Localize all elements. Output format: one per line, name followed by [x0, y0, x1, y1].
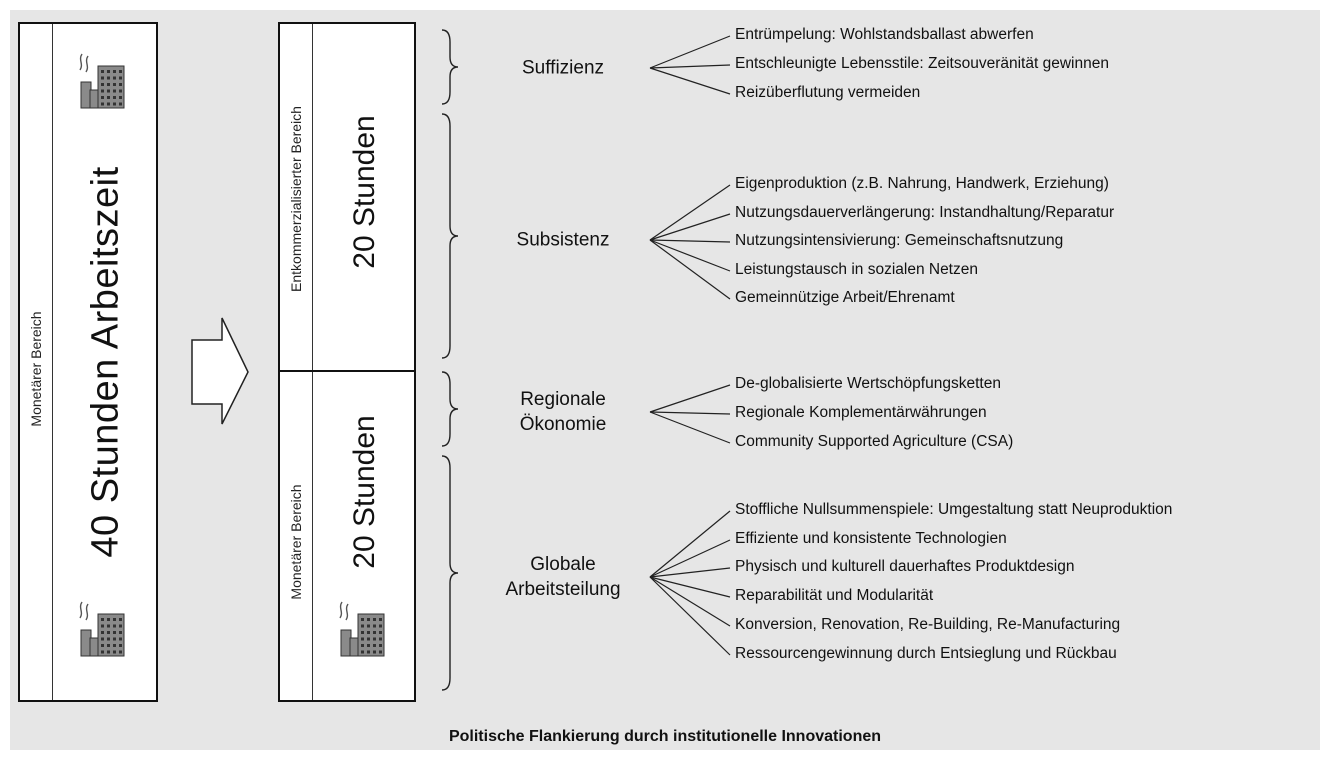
arrow-right-icon	[191, 317, 249, 425]
item-global-2: Effiziente und konsistente Technologien	[735, 530, 1007, 547]
curly-brace	[441, 371, 459, 447]
item-global-6: Ressourcengewinnung durch Entsieglung un…	[735, 645, 1117, 662]
item-global-1: Stoffliche Nullsummenspiele: Umgestaltun…	[735, 501, 1173, 518]
item-subsistenz-2: Nutzungsdauerverlängerung: Instandhaltun…	[735, 204, 1115, 221]
middle-bottom-divider	[312, 372, 313, 700]
middle-box-bottom: Monetärer Bereich 20 Stunden	[278, 370, 416, 702]
left-box-divider	[52, 24, 53, 700]
connector-line	[649, 239, 731, 300]
factory-icon	[79, 601, 125, 657]
connector-line	[649, 64, 731, 69]
connector-line	[649, 576, 731, 627]
connector-line	[649, 384, 731, 413]
connector-line	[649, 567, 731, 578]
item-suffizienz-3: Reizüberflutung vermeiden	[735, 84, 921, 101]
connector-line	[649, 576, 731, 656]
item-suffizienz-1: Entrümpelung: Wohlstandsballast abwerfen	[735, 26, 1034, 43]
curly-brace	[441, 455, 459, 691]
connector-line	[649, 239, 731, 272]
item-regional-1: De-globalisierte Wertschöpfungsketten	[735, 375, 1001, 392]
category-suffizienz: Suffizienz	[521, 57, 605, 79]
connector-line	[649, 67, 731, 95]
item-subsistenz-5: Gemeinnützige Arbeit/Ehrenamt	[735, 289, 955, 306]
item-global-4: Reparabilität und Modularität	[735, 587, 934, 604]
footer-caption: Politische Flankierung durch institution…	[448, 728, 882, 745]
item-suffizienz-2: Entschleunigte Lebensstile: Zeitsouverän…	[735, 55, 1109, 72]
item-subsistenz-3: Nutzungsintensivierung: Gemeinschaftsnut…	[735, 232, 1064, 249]
connector-line	[649, 539, 731, 578]
connector-line	[649, 411, 731, 444]
left-box: Monetärer Bereich 40 Stunden Arbeitszeit	[18, 22, 158, 702]
factory-icon	[79, 53, 125, 109]
item-global-3: Physisch und kulturell dauerhaftes Produ…	[735, 558, 1075, 575]
middle-box-top: Entkommerzialisierter Bereich 20 Stunden	[278, 22, 416, 372]
connector-line	[649, 576, 731, 598]
curly-brace	[441, 113, 459, 359]
middle-top-divider	[312, 24, 313, 370]
factory-icon	[339, 601, 385, 657]
item-subsistenz-4: Leistungstausch in sozialen Netzen	[735, 261, 978, 278]
item-regional-2: Regionale Komplementärwährungen	[735, 404, 987, 421]
connector-line	[649, 510, 731, 578]
connector-line	[649, 239, 731, 243]
item-subsistenz-1: Eigenproduktion (z.B. Nahrung, Handwerk,…	[735, 175, 1109, 192]
category-regionale-oekonomie: Regionale Ökonomie	[519, 389, 607, 435]
item-global-5: Konversion, Renovation, Re-Building, Re-…	[735, 616, 1121, 633]
connector-line	[649, 35, 731, 69]
category-globale-arbeitsteilung: Globale Arbeitsteilung	[505, 554, 621, 600]
item-regional-3: Community Supported Agriculture (CSA)	[735, 433, 1014, 450]
connector-line	[649, 411, 731, 415]
curly-brace	[441, 29, 459, 105]
connector-line	[649, 213, 731, 241]
connector-line	[649, 184, 731, 241]
category-subsistenz: Subsistenz	[516, 229, 610, 251]
